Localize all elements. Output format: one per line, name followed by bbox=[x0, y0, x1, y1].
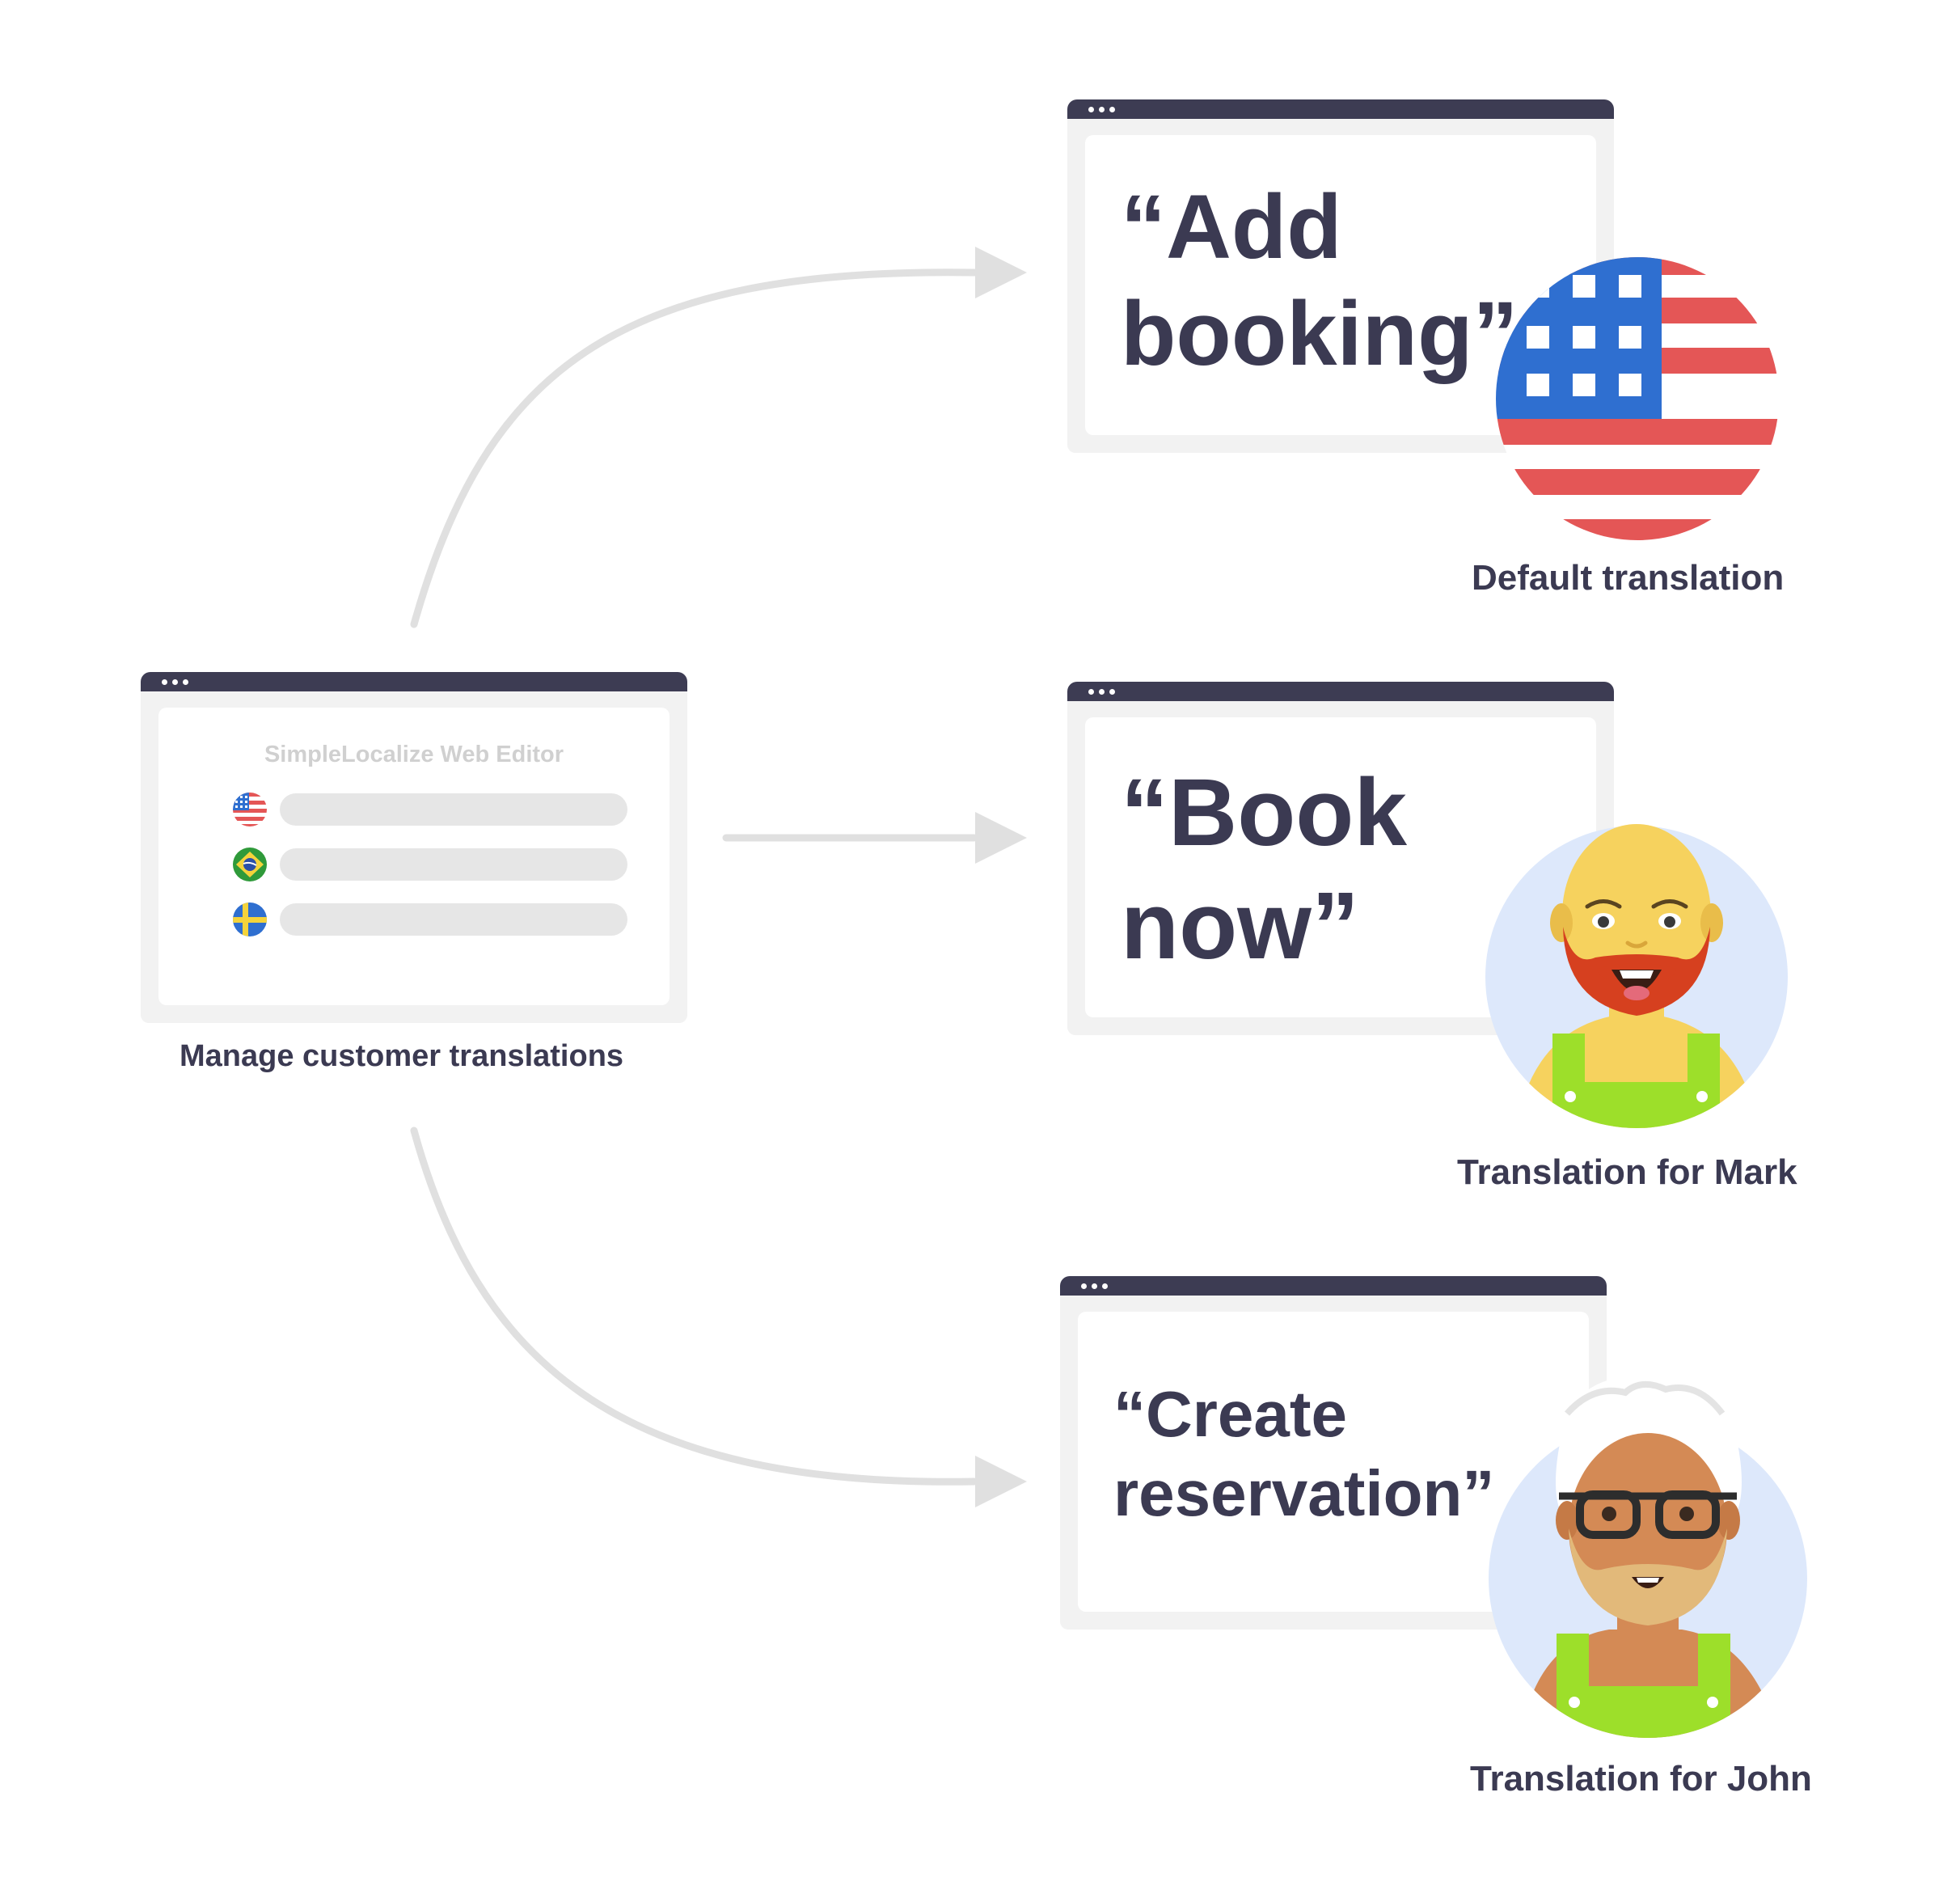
window-frame: SimpleLocalize Web Editor bbox=[141, 691, 687, 1023]
quote-text: “Create reservation” bbox=[1113, 1378, 1495, 1529]
mark-avatar-icon bbox=[1484, 822, 1789, 1129]
editor-title: SimpleLocalize Web Editor bbox=[264, 742, 564, 767]
window-dot-icon bbox=[172, 679, 178, 685]
window-dot-icon bbox=[1088, 107, 1094, 112]
window-dot-icon bbox=[1102, 1283, 1108, 1289]
window-dot-icon bbox=[183, 679, 188, 685]
brazil-flag-icon bbox=[233, 848, 267, 881]
us-flag-icon bbox=[233, 793, 267, 826]
us-flag-icon bbox=[1496, 257, 1779, 540]
quote-text: “Add booking” bbox=[1121, 176, 1519, 384]
window-dot-icon bbox=[1099, 107, 1105, 112]
window-dot-icon bbox=[1092, 1283, 1097, 1289]
john-avatar-icon bbox=[1480, 1375, 1811, 1739]
editor-caption: Manage customer translations bbox=[180, 1039, 624, 1073]
arrow-to-default bbox=[410, 268, 978, 628]
sweden-flag-icon bbox=[233, 903, 267, 936]
quote-text: “Book now” bbox=[1121, 759, 1407, 979]
editor-panel: SimpleLocalize Web Editor bbox=[158, 708, 670, 1005]
window-dot-icon bbox=[1088, 689, 1094, 695]
window-dot-icon bbox=[1081, 1283, 1087, 1289]
window-dot-icon bbox=[162, 679, 167, 685]
translation-field-swedish[interactable] bbox=[280, 903, 627, 936]
translation-field-english[interactable] bbox=[280, 793, 627, 826]
window-frame bbox=[1060, 1296, 1607, 1630]
window-dot-icon bbox=[1099, 689, 1105, 695]
caption-john: Translation for John bbox=[1470, 1759, 1812, 1799]
caption-default: Default translation bbox=[1472, 558, 1785, 598]
window-dot-icon bbox=[1109, 689, 1115, 695]
window-titlebar bbox=[1067, 99, 1614, 119]
window-dot-icon bbox=[1109, 107, 1115, 112]
caption-mark: Translation for Mark bbox=[1457, 1152, 1797, 1192]
window-titlebar bbox=[1060, 1276, 1607, 1296]
editor-window: SimpleLocalize Web Editor bbox=[141, 672, 687, 1023]
target-window-john: “Create reservation” bbox=[1060, 1276, 1607, 1630]
window-titlebar bbox=[141, 672, 687, 691]
arrowhead-bottom bbox=[975, 1456, 1027, 1507]
arrowhead-middle bbox=[975, 812, 1027, 864]
translation-field-portuguese[interactable] bbox=[280, 848, 627, 881]
arrow-to-john bbox=[410, 1127, 978, 1486]
window-titlebar bbox=[1067, 682, 1614, 701]
arrowhead-top bbox=[975, 247, 1027, 298]
target-window-default: “Add booking” bbox=[1067, 99, 1614, 453]
window-frame bbox=[1067, 119, 1614, 453]
